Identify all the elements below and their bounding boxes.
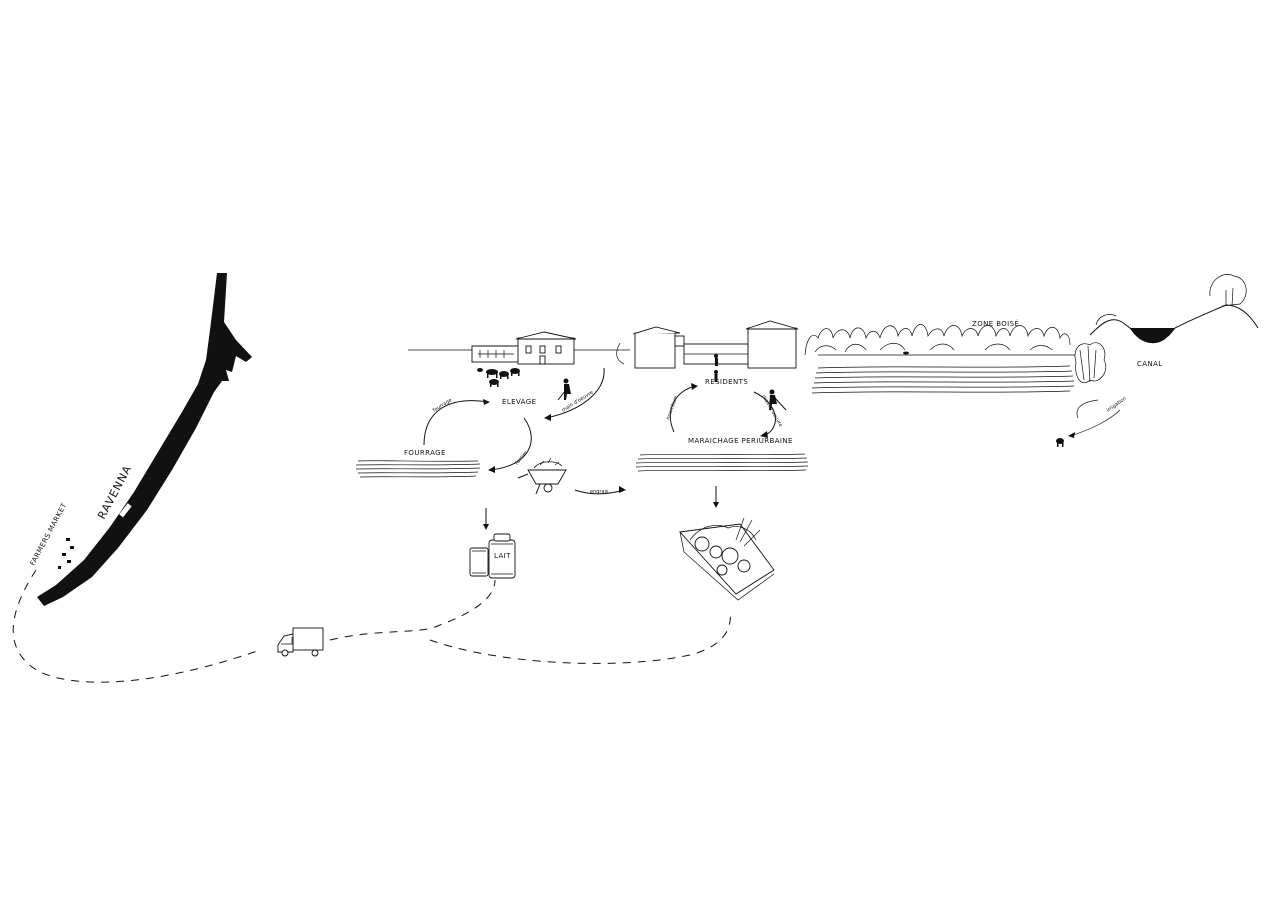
wheelbarrow-icon [517,457,567,495]
fodder-arrow-label: fourrage [432,397,453,413]
market-stalls-icon [58,538,74,569]
resident-figure-icon [714,370,718,382]
delivery-route [12,569,261,683]
canal-label: CANAL [1137,360,1163,368]
irrigation-label: irrigation [1106,396,1128,414]
residents-label: RESIDENTS [705,378,748,386]
market-gardening-label: MARAICHAGE PERIURBAINE [688,437,793,445]
delivery-van-icon [277,627,324,657]
forest-label: ZONE BOISÉ [972,319,1019,328]
cycle-arrow-fodder-to-livestock [423,400,489,446]
cycle-arrow-livestock-to-fodder [489,417,532,471]
livestock-label: ELEVAGE [502,398,536,406]
canal-section-icon [1074,274,1259,384]
compost-arrow-label: engrais [590,489,609,495]
residential-houses-icon [616,320,799,369]
farmers-market-label: FARMERS MARKET [29,501,69,567]
irrigation-arrow [1076,399,1099,419]
farm-buildings-icon [471,331,577,365]
delivery-route-3 [429,609,731,664]
ravenna-road [37,273,252,606]
produce-crate-icon [679,517,775,601]
garden-field-icon [635,453,809,472]
delivery-route-2 [329,579,496,641]
milk-cans-icon [469,533,516,579]
farmer-figure-icon [557,378,571,401]
gardener-figure-icon [769,389,787,411]
labour-arrow [545,367,605,419]
animal-icon [1056,438,1064,447]
riverside-field-icon [811,365,1075,394]
forest-trees-icon [804,324,1075,356]
cycle-arrow-residents-to-garden [753,391,776,437]
fodder-field-icon [355,460,481,478]
cycle-arrow-garden-to-residents [669,385,697,433]
cattle-icon [477,368,520,387]
fodder-label: FOURRAGE [404,449,446,457]
milk-label: LAIT [494,552,511,560]
food-arrow-label: nourriture [665,395,679,421]
